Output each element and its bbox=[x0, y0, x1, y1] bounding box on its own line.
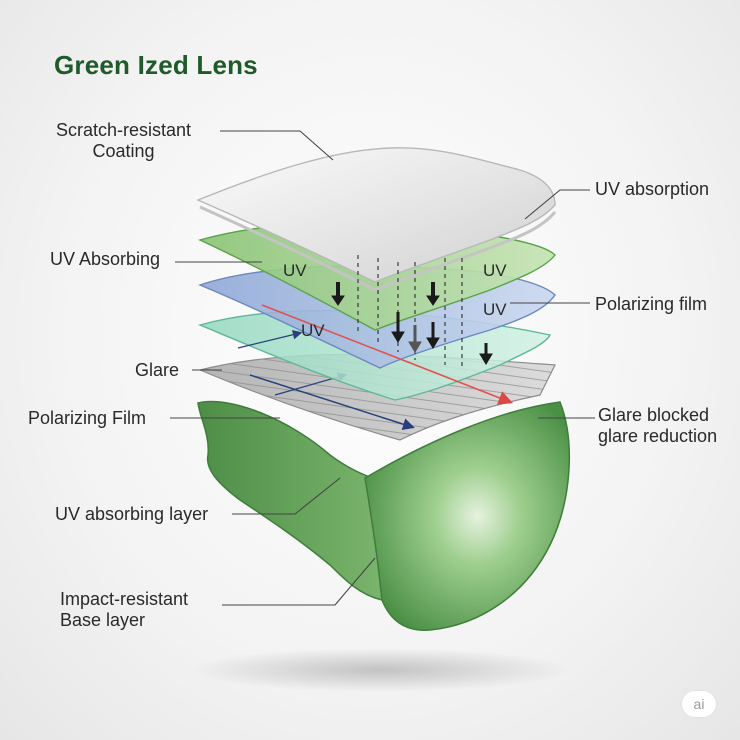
uv-arrows bbox=[331, 282, 493, 365]
label-uv-absorbing: UV Absorbing bbox=[50, 249, 161, 269]
uv-arrow-4 bbox=[408, 325, 422, 353]
label-glare-blocked: Glare blocked glare reduction bbox=[598, 405, 718, 446]
ai-badge: ai bbox=[682, 691, 716, 717]
ground-shadow bbox=[190, 648, 570, 692]
label-glare: Glare bbox=[135, 360, 180, 380]
label-impact-base: Impact-resistant Base layer bbox=[60, 589, 189, 630]
uv-arrow-5 bbox=[426, 322, 440, 349]
glare-ray bbox=[261, 304, 513, 405]
leader-impact bbox=[222, 557, 376, 606]
label-polarizing-film-right: Polarizing film bbox=[595, 294, 708, 314]
uv-label-left-top: UV bbox=[283, 261, 307, 280]
uv-arrow-1 bbox=[331, 282, 345, 306]
leader-uv-absorption bbox=[524, 189, 590, 220]
uv-label-right-top: UV bbox=[483, 261, 507, 280]
leader-lines bbox=[170, 130, 595, 606]
uv-label-right-mid: UV bbox=[483, 300, 507, 319]
uv-label-left-mid: UV bbox=[301, 321, 325, 340]
scratch-coating-layer bbox=[196, 147, 557, 292]
label-uv-absorption: UV absorption bbox=[595, 179, 710, 199]
page-title: Green Ized Lens bbox=[54, 50, 258, 80]
uv-arrow-6 bbox=[479, 343, 493, 365]
leader-uv-layer bbox=[232, 477, 341, 515]
leader-scratch bbox=[220, 130, 334, 161]
lens-base-shape bbox=[197, 400, 571, 631]
label-polarizing-film-left: Polarizing Film bbox=[28, 408, 147, 428]
label-uv-absorbing-layer: UV absorbing layer bbox=[55, 504, 209, 524]
uv-arrow-2 bbox=[426, 282, 440, 306]
uv-arrow-3 bbox=[391, 312, 405, 343]
label-scratch-coating: Scratch-resistant Coating bbox=[56, 120, 192, 161]
